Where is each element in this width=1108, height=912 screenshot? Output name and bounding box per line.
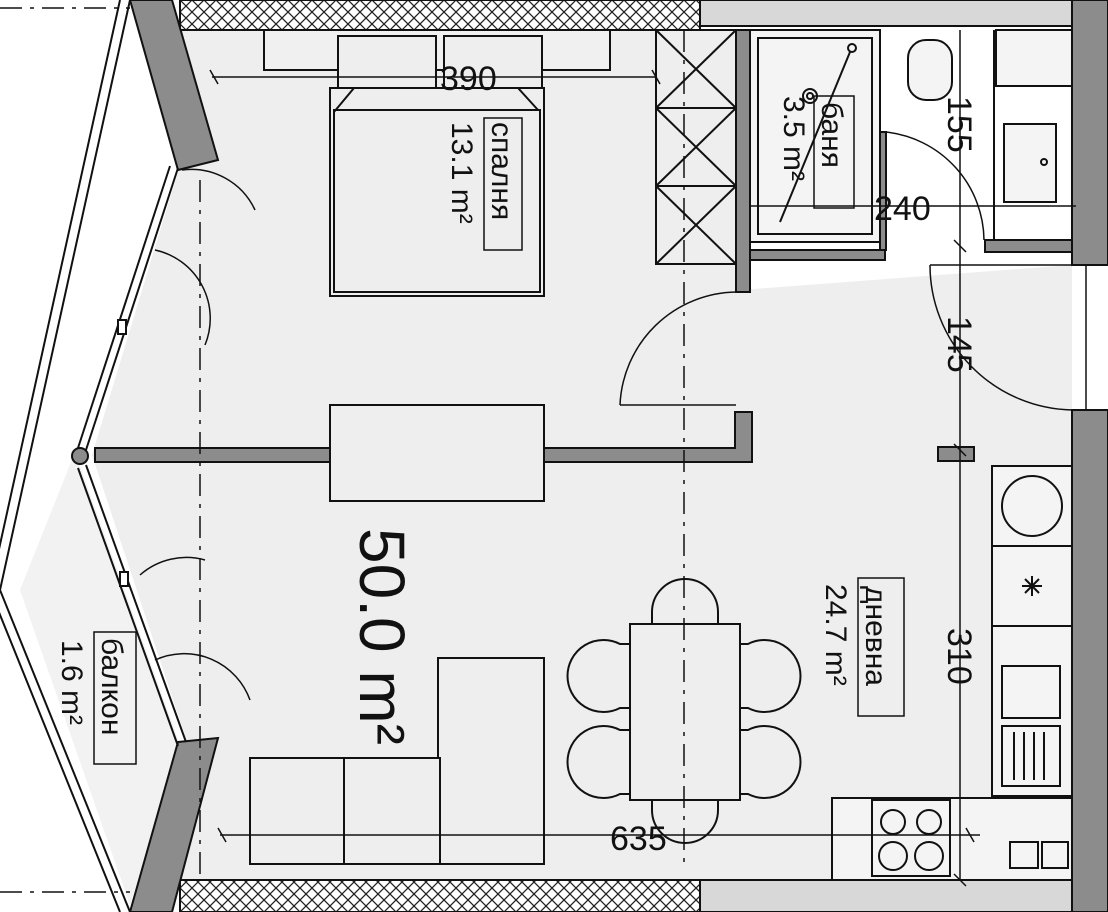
top-wall-hatch xyxy=(179,0,701,31)
bottom-right-wall xyxy=(699,879,1073,912)
right-wall-top xyxy=(1071,0,1108,266)
balcony-area: 1.6 m² xyxy=(55,640,88,725)
dim-bath-height: 155 xyxy=(940,96,978,153)
bedroom-area: 13.1 m² xyxy=(445,122,478,224)
dim-bedroom-width: 390 xyxy=(440,60,497,98)
dim-total-width: 635 xyxy=(610,820,667,858)
bath-area: 3.5 m² xyxy=(777,96,810,181)
right-wall-bottom xyxy=(1071,409,1108,912)
bedroom-name: спалня xyxy=(485,122,518,220)
bottom-left-wall xyxy=(128,736,220,912)
dim-hall-height: 145 xyxy=(940,316,978,373)
bottom-wall-hatch xyxy=(179,879,701,912)
dim-bath-width: 240 xyxy=(874,190,931,228)
bath-name: баня xyxy=(815,102,848,168)
living-area: 24.7 m² xyxy=(819,584,852,686)
balcony-name: балкон xyxy=(95,638,128,735)
label-boxes xyxy=(93,95,905,765)
dimension-lines xyxy=(209,30,1076,887)
dining-table xyxy=(566,578,802,844)
kitchen-fixtures xyxy=(831,465,1073,881)
total-area-label: 50.0 m² xyxy=(346,528,418,745)
dim-living-height: 310 xyxy=(940,628,978,685)
top-left-wall xyxy=(128,0,220,172)
wardrobe xyxy=(655,29,737,265)
top-right-wall xyxy=(699,0,1073,27)
sofa xyxy=(249,404,545,865)
living-name: дневна xyxy=(859,586,892,686)
balcony-glazing xyxy=(0,0,187,912)
doors xyxy=(139,131,1087,701)
axis-lines xyxy=(0,7,685,893)
bed xyxy=(263,29,611,297)
partition-walls xyxy=(94,29,1073,463)
balcony-floor xyxy=(20,452,180,905)
